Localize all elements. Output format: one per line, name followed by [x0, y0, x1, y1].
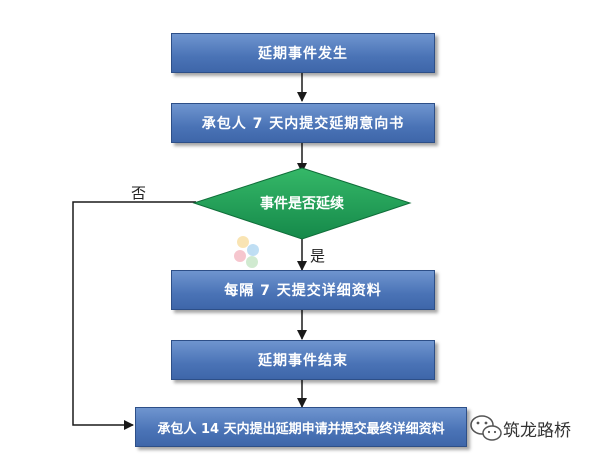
- wechat-icon: [470, 415, 502, 441]
- decision-diamond: [192, 167, 412, 240]
- watermark-text: 筑龙路桥: [503, 421, 571, 441]
- node-intent: 承包人 7 天内提交延期意向书: [171, 103, 435, 143]
- edge-label-no: 否: [131, 184, 147, 202]
- arrow-decision-no-branch: [72, 201, 196, 430]
- watermark-emblem: [234, 236, 259, 268]
- node-end-event: 延期事件结束: [171, 340, 435, 380]
- node-start: 延期事件发生: [171, 33, 435, 73]
- node-final: 承包人 14 天内提出延期申请并提交最终详细资料: [135, 407, 467, 447]
- edge-label-yes: 是: [310, 247, 326, 265]
- node-weekly: 每隔 7 天提交详细资料: [171, 270, 435, 310]
- node-decision-label: 事件是否延续: [260, 196, 344, 212]
